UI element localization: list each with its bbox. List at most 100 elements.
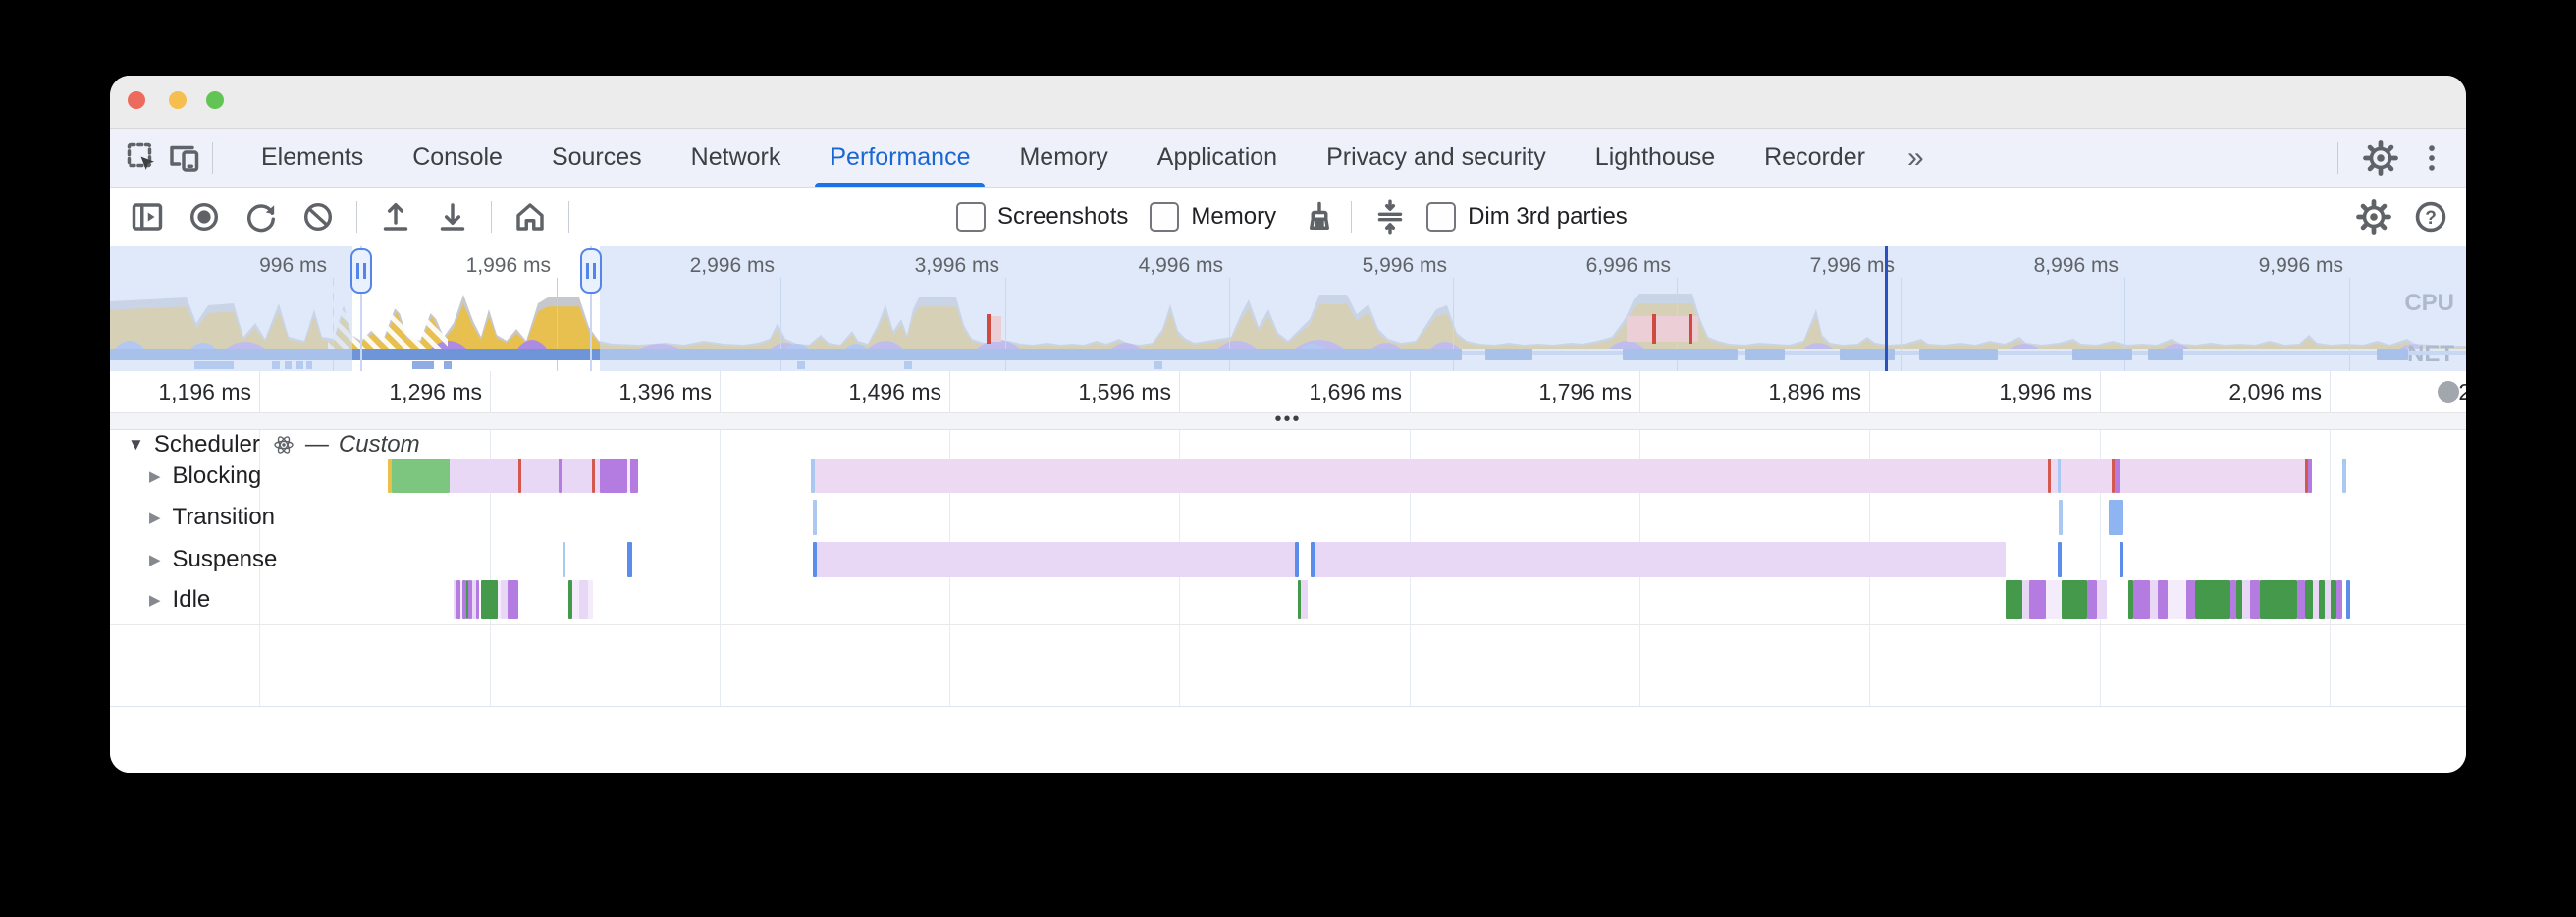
help-icon[interactable]: ? <box>2411 197 2450 237</box>
timeline-event[interactable] <box>1298 580 1301 619</box>
tab-memory[interactable]: Memory <box>994 129 1132 187</box>
window-titlebar[interactable] <box>110 76 2466 129</box>
timeline-overview[interactable]: CPU NET 996 ms1,996 ms2,996 ms3,996 ms4,… <box>110 246 2466 371</box>
tab-console[interactable]: Console <box>388 129 527 187</box>
collapse-triangle-icon[interactable]: ▼ <box>128 435 144 455</box>
timeline-event[interactable] <box>600 458 627 493</box>
timeline-event[interactable] <box>450 458 518 493</box>
timeline-event[interactable] <box>2158 580 2168 619</box>
timeline-event[interactable] <box>498 580 501 619</box>
timeline-event[interactable] <box>2346 580 2350 619</box>
timeline-event[interactable] <box>2048 458 2051 493</box>
timeline-event[interactable] <box>2195 580 2230 619</box>
timeline-event[interactable] <box>501 580 508 619</box>
close-button[interactable] <box>128 91 145 109</box>
track-header-scheduler[interactable]: ▼Scheduler —Custom <box>128 431 420 458</box>
timeline-event[interactable] <box>2029 580 2046 619</box>
timeline-event[interactable] <box>568 580 572 619</box>
timeline-event[interactable] <box>579 580 588 619</box>
timeline-event[interactable] <box>2058 542 2062 577</box>
timeline-event[interactable] <box>2242 580 2250 619</box>
timeline-event[interactable] <box>2046 580 2062 619</box>
selection-handle-left[interactable] <box>350 248 372 294</box>
timeline-event[interactable] <box>392 458 450 493</box>
timeline-event[interactable] <box>518 458 521 493</box>
row-label-blocking[interactable]: ▶Blocking <box>149 462 261 490</box>
tab-performance[interactable]: Performance <box>805 129 994 187</box>
timeline-event[interactable] <box>2250 580 2260 619</box>
timeline-event[interactable] <box>2305 580 2313 619</box>
home-live-metrics-icon[interactable] <box>510 197 550 237</box>
row-label-idle[interactable]: ▶Idle <box>149 586 210 614</box>
timeline-event[interactable] <box>2115 458 2120 493</box>
memory-checkbox[interactable] <box>1150 202 1179 232</box>
record-button[interactable] <box>185 197 224 237</box>
row-label-suspense[interactable]: ▶Suspense <box>149 546 277 573</box>
timeline-event[interactable] <box>2260 580 2297 619</box>
timeline-event[interactable] <box>813 542 817 577</box>
timeline-event[interactable] <box>595 458 600 493</box>
device-toolbar-icon[interactable] <box>165 139 202 177</box>
scheduler-track-area[interactable]: ▼Scheduler —Custom ▶Blocking ▶Transition ▶S… <box>110 430 2466 707</box>
timeline-event[interactable] <box>521 458 559 493</box>
timeline-event[interactable] <box>481 580 498 619</box>
timeline-event[interactable] <box>2061 458 2112 493</box>
timeline-event[interactable] <box>388 458 392 493</box>
upload-profile-icon[interactable] <box>376 197 415 237</box>
timeline-event[interactable] <box>572 580 579 619</box>
timeline-event[interactable] <box>2022 580 2029 619</box>
timeline-event[interactable] <box>2062 580 2087 619</box>
timeline-event[interactable] <box>627 458 630 493</box>
timeline-event[interactable] <box>627 542 632 577</box>
timeline-event[interactable] <box>630 458 638 493</box>
inspect-element-icon[interactable] <box>124 139 161 177</box>
expand-triangle-icon[interactable]: ▶ <box>149 509 161 526</box>
timeline-event[interactable] <box>2120 458 2305 493</box>
tab-network[interactable]: Network <box>667 129 806 187</box>
scrollbar-thumb[interactable] <box>2438 381 2459 403</box>
timeline-event[interactable] <box>476 580 479 619</box>
timeline-event[interactable] <box>2168 580 2186 619</box>
clear-recording-icon[interactable] <box>298 197 338 237</box>
timeline-event[interactable] <box>2051 458 2058 493</box>
timeline-event[interactable] <box>813 500 817 535</box>
timeline-event[interactable] <box>2109 500 2123 535</box>
timeline-event[interactable] <box>2342 458 2346 493</box>
screenshots-checkbox[interactable] <box>956 202 986 232</box>
playhead-line[interactable] <box>1885 246 1888 371</box>
tab-elements[interactable]: Elements <box>237 129 388 187</box>
tab-privacy-and-security[interactable]: Privacy and security <box>1302 129 1571 187</box>
timeline-event[interactable] <box>588 580 593 619</box>
selection-handle-right[interactable] <box>580 248 602 294</box>
more-tabs-icon[interactable]: » <box>1890 141 1942 175</box>
toggle-sidebar-icon[interactable] <box>128 197 167 237</box>
row-label-transition[interactable]: ▶Transition <box>149 504 275 531</box>
timeline-event[interactable] <box>2236 580 2242 619</box>
download-profile-icon[interactable] <box>433 197 472 237</box>
timeline-event[interactable] <box>559 458 562 493</box>
timeline-event[interactable] <box>2006 580 2022 619</box>
tab-recorder[interactable]: Recorder <box>1740 129 1890 187</box>
timeline-event[interactable] <box>2297 580 2305 619</box>
collapse-tracks-icon[interactable] <box>1370 197 1410 237</box>
timeline-event[interactable] <box>817 542 1295 577</box>
timeline-event[interactable] <box>1295 542 1299 577</box>
expand-triangle-icon[interactable]: ▶ <box>149 551 161 568</box>
zoom-button[interactable] <box>206 91 224 109</box>
expand-triangle-icon[interactable]: ▶ <box>149 591 161 609</box>
settings-gear-icon[interactable] <box>2362 139 2399 177</box>
dim-3rd-parties-checkbox[interactable] <box>1426 202 1456 232</box>
panel-resize-handle[interactable]: ••• <box>110 413 2466 430</box>
capture-settings-gear-icon[interactable] <box>2354 197 2393 237</box>
timeline-event[interactable] <box>2336 580 2342 619</box>
garbage-collect-icon[interactable] <box>1300 197 1339 237</box>
timeline-event[interactable] <box>2058 458 2061 493</box>
timeline-event[interactable] <box>2097 580 2107 619</box>
timeline-event[interactable] <box>2308 458 2312 493</box>
timeline-event[interactable] <box>2150 580 2158 619</box>
timeline-event[interactable] <box>2133 580 2150 619</box>
timeline-event[interactable] <box>2087 580 2097 619</box>
reload-record-button[interactable] <box>242 197 281 237</box>
timeline-event[interactable] <box>1311 542 1315 577</box>
kebab-menu-icon[interactable] <box>2413 139 2450 177</box>
